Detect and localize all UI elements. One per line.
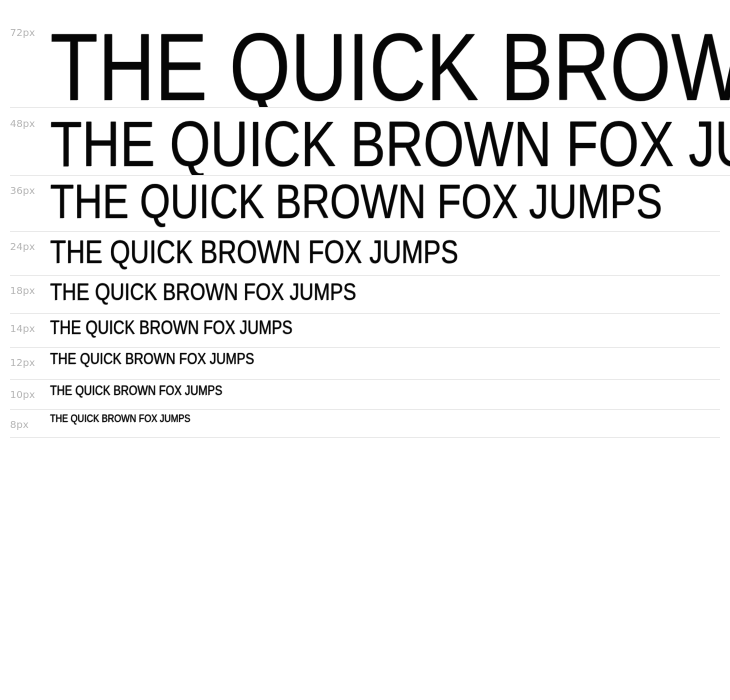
specimen-row-14: 14px THE QUICK BROWN FOX JUMPS xyxy=(10,314,720,348)
size-label: 10px xyxy=(10,390,35,401)
specimen-row-36: 36px THE QUICK BROWN FOX JUMPS xyxy=(10,176,720,232)
size-label: 24px xyxy=(10,242,35,253)
specimen-sample: THE QUICK BROWN FOX JUMPS xyxy=(50,108,730,176)
size-label: 12px xyxy=(10,358,35,369)
specimen-sample: THE QUICK BROWN FOX JUMPS xyxy=(50,234,459,270)
specimen-row-8: 8px THE QUICK BROWN FOX JUMPS xyxy=(10,410,720,438)
specimen-sample: THE QUICK BROWN FOX JUMPS xyxy=(50,318,293,339)
specimen-sample: THE QUICK BROWN FOX JUMPS xyxy=(50,383,223,398)
specimen-row-24: 24px THE QUICK BROWN FOX JUMPS xyxy=(10,232,720,276)
specimen-sample: THE QUICK BROWN FOX JUMPS xyxy=(50,413,191,425)
size-label: 14px xyxy=(10,324,35,335)
specimen-row-12: 12px THE QUICK BROWN FOX JUMPS xyxy=(10,348,720,380)
size-label: 36px xyxy=(10,186,35,197)
size-label: 18px xyxy=(10,286,35,297)
size-label: 72px xyxy=(10,28,35,39)
specimen-sample: THE QUICK BROWN FOX JUMPS xyxy=(50,16,730,108)
specimen-sample: THE QUICK BROWN FOX JUMPS xyxy=(50,351,255,368)
specimen-row-18: 18px THE QUICK BROWN FOX JUMPS xyxy=(10,276,720,314)
size-label: 8px xyxy=(10,420,29,431)
specimen-sample: THE QUICK BROWN FOX JUMPS xyxy=(50,176,663,229)
size-label: 48px xyxy=(10,119,35,130)
specimen-row-72: 72px THE QUICK BROWN FOX JUMPS xyxy=(10,16,730,108)
specimen-sample: THE QUICK BROWN FOX JUMPS xyxy=(50,279,357,306)
specimen-row-48: 48px THE QUICK BROWN FOX JUMPS xyxy=(10,108,730,176)
specimen-row-10: 10px THE QUICK BROWN FOX JUMPS xyxy=(10,380,720,410)
